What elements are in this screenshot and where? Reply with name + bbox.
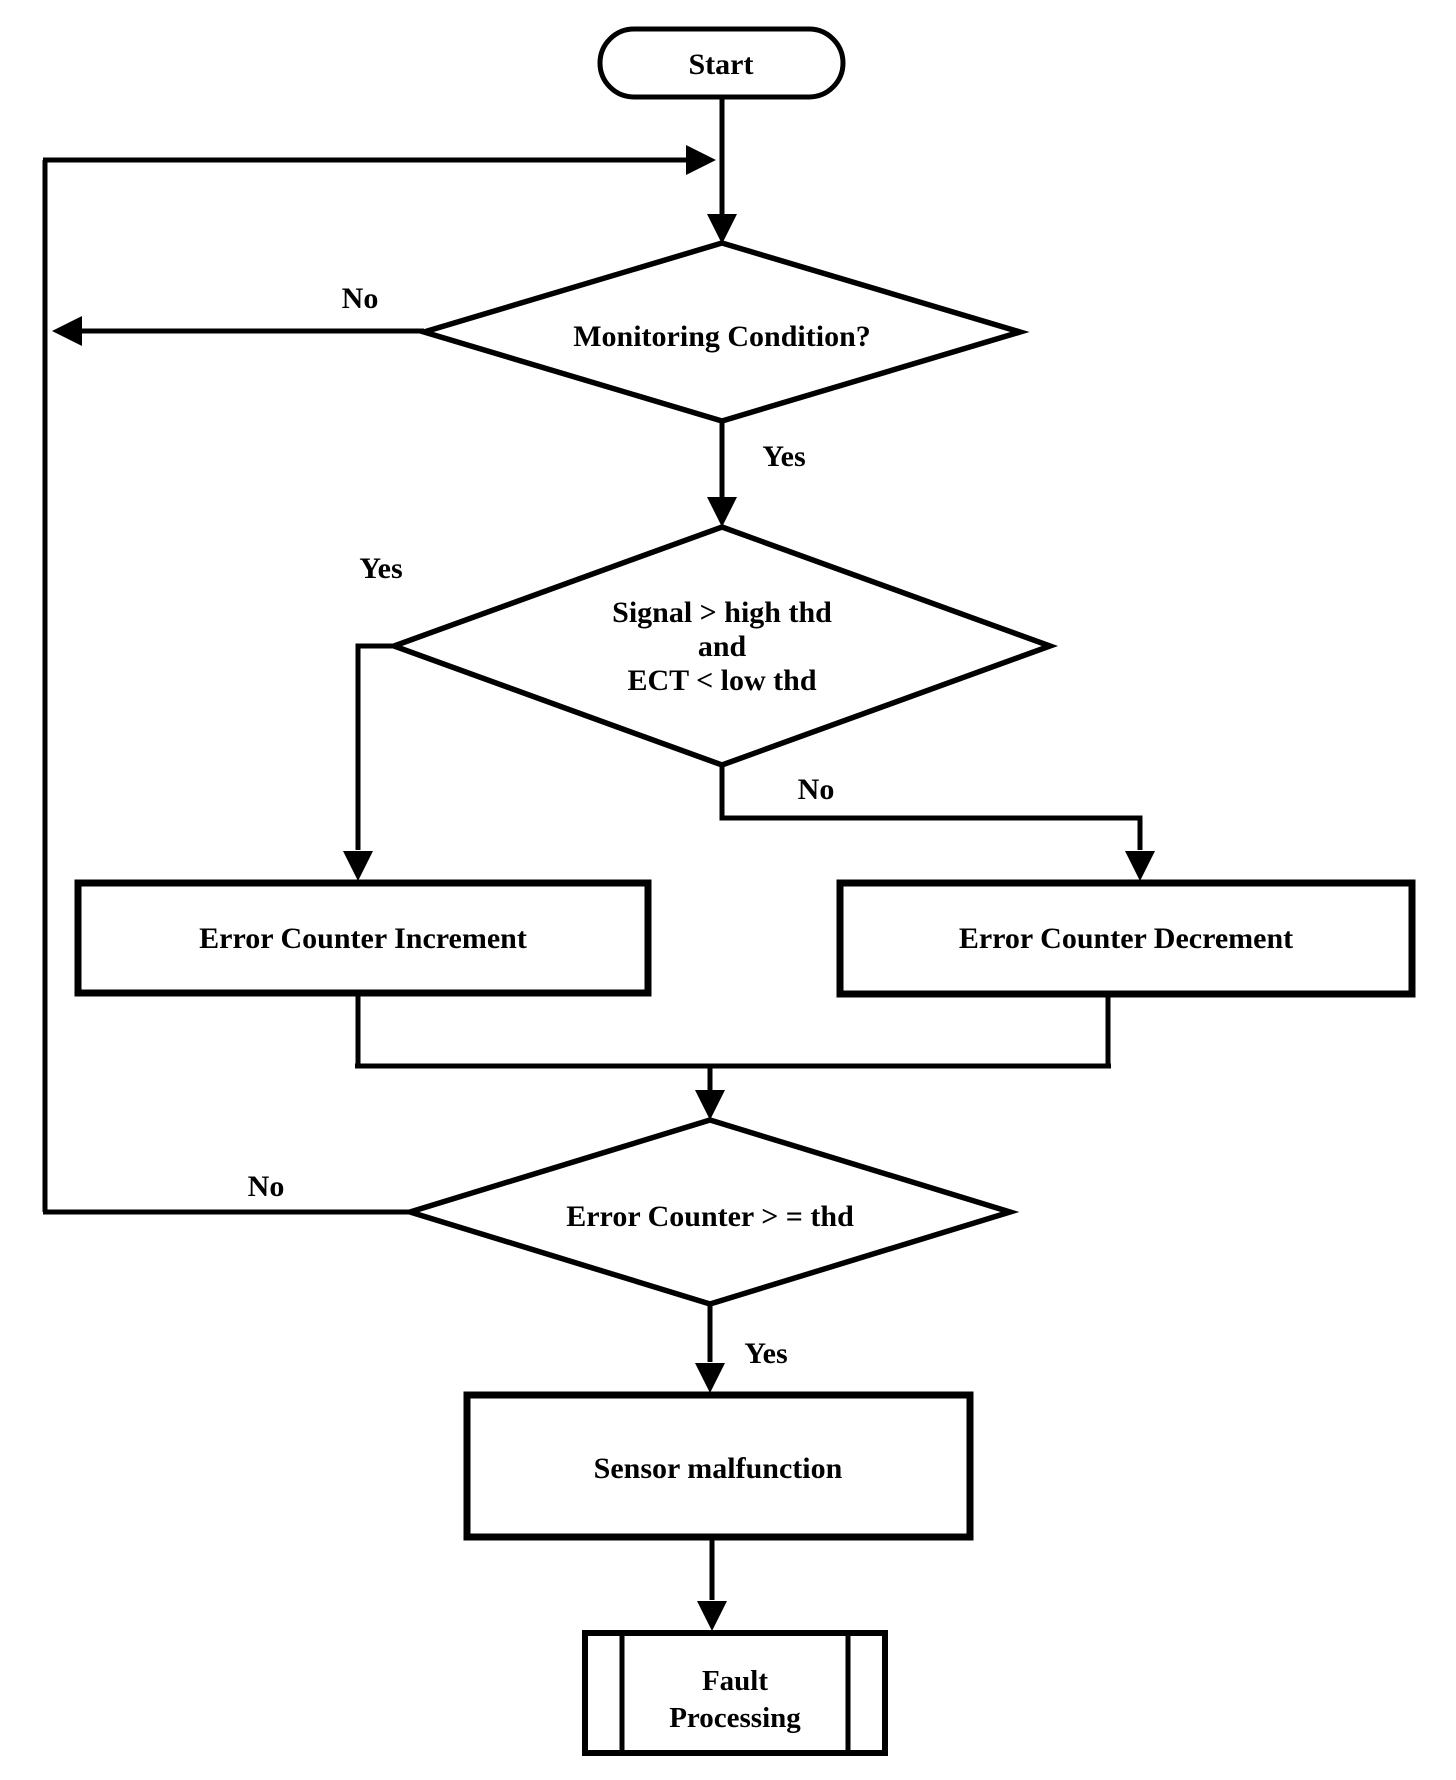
decrement-process-shape	[836, 879, 1416, 998]
decrement-label: Error Counter Decrement	[959, 922, 1293, 955]
arrowhead-into-counter-check	[695, 1090, 725, 1120]
arrowhead-into-signal-check	[707, 497, 737, 527]
arrowhead-return-into-mainline	[686, 145, 716, 175]
monitoring-label: Monitoring Condition?	[573, 320, 871, 353]
edge-label-counter-yes: Yes	[744, 1337, 787, 1370]
start-terminator-shape	[597, 26, 846, 100]
arrowhead-into-increment	[343, 851, 373, 881]
node-counter-check: Error Counter > = thd	[400, 1117, 1020, 1307]
edge-label-counter-no: No	[248, 1170, 285, 1203]
node-error-counter-increment: Error Counter Increment	[74, 879, 652, 997]
edge-signal-no	[719, 765, 1143, 850]
increment-label: Error Counter Increment	[199, 922, 527, 955]
node-sensor-malfunction: Sensor malfunction	[463, 1391, 974, 1541]
signal-check-decision-shape	[385, 524, 1059, 768]
start-label: Start	[689, 48, 754, 81]
signal-check-label-line2: and	[698, 630, 747, 663]
edge-label-signal-yes: Yes	[359, 552, 402, 585]
sensor-malfunction-process-shape	[463, 1391, 974, 1541]
signal-check-label-line3: ECT < low thd	[627, 664, 816, 697]
arrowhead-into-monitoring	[707, 214, 737, 244]
node-signal-check: Signal > high thd and ECT < low thd	[385, 524, 1059, 768]
edge-signal-yes	[355, 643, 394, 850]
fault-processing-label-line1: Fault	[702, 1665, 768, 1697]
arrowhead-into-fault-processing	[697, 1601, 727, 1631]
fault-processing-label-line2: Processing	[669, 1702, 801, 1734]
arrowhead-into-sensor-malfunction	[695, 1363, 725, 1393]
arrowhead-into-decrement	[1125, 851, 1155, 881]
node-fault-processing: Fault Processing	[582, 1630, 888, 1756]
node-monitoring-condition: Monitoring Condition?	[414, 240, 1030, 424]
signal-check-label-line1: Signal > high thd	[612, 596, 832, 629]
counter-check-decision-shape	[400, 1117, 1020, 1307]
edge-label-monitoring-yes: Yes	[762, 440, 805, 473]
edge-label-monitoring-no: No	[342, 282, 379, 315]
node-error-counter-decrement: Error Counter Decrement	[836, 879, 1416, 998]
monitoring-decision-shape	[414, 240, 1030, 424]
counter-check-label: Error Counter > = thd	[566, 1200, 854, 1233]
arrowhead-monitoring-no	[52, 316, 82, 346]
node-start: Start	[597, 26, 846, 100]
increment-process-shape	[74, 879, 652, 997]
edge-label-signal-no: No	[798, 773, 835, 806]
fault-processing-shape	[582, 1630, 888, 1756]
sensor-malfunction-label: Sensor malfunction	[594, 1452, 843, 1485]
